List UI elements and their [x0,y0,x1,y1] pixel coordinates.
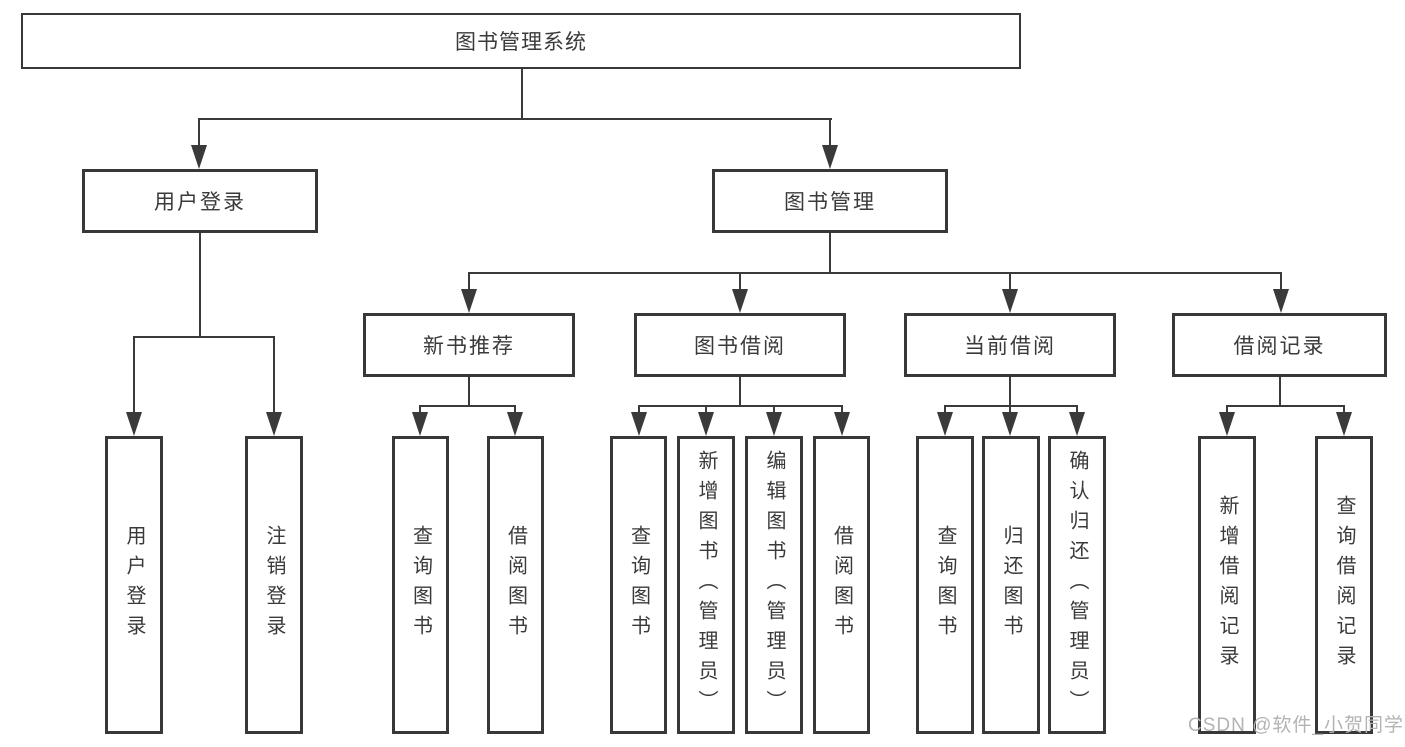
connector-hbar [1226,405,1345,407]
leaf-logout-label: 注销登录 [263,525,285,645]
leaf-current-return: 归还图书 [982,436,1040,734]
connector-drop [1226,405,1228,414]
arrow-down-icon [191,145,207,169]
csdn-watermark: CSDN @软件_小贺同学 [1188,715,1404,736]
leaf-newbook-query: 查询图书 [392,436,449,734]
node-root: 图书管理系统 [21,13,1021,69]
leaf-borrow-edit: 编辑图书（管理员） [745,436,803,734]
connector-drop [705,405,707,414]
connector-l1-hbar [198,118,832,120]
node-user-login-label: 用户登录 [154,191,246,214]
connector-drop [944,405,946,414]
connector-drop [638,405,640,414]
node-book-borrow: 图书借阅 [634,313,846,377]
arrow-down-icon [766,412,782,436]
node-current-borrow-label: 当前借阅 [964,335,1056,358]
arrow-down-icon [1069,412,1085,436]
leaf-record-query-label: 查询借阅记录 [1333,495,1355,675]
leaf-borrow-query-label: 查询图书 [627,525,650,645]
connector-stem [1009,377,1011,407]
arrow-down-icon [507,412,523,436]
connector-stem [739,377,741,407]
node-book-borrow-label: 图书借阅 [694,335,786,358]
arrow-down-icon [1336,412,1352,436]
leaf-record-query: 查询借阅记录 [1315,436,1373,734]
arrow-down-icon [1002,412,1018,436]
arrow-down-icon [732,289,748,313]
leaf-current-return-label: 归还图书 [1000,525,1022,645]
connector-user-hbar [133,336,275,338]
leaf-record-add-label: 新增借阅记录 [1216,495,1238,675]
node-borrow-record: 借阅记录 [1172,313,1387,377]
leaf-borrow-borrow-label: 借阅图书 [830,525,853,645]
leaf-borrow-edit-label: 编辑图书（管理员） [763,450,785,720]
leaf-newbook-query-label: 查询图书 [409,525,432,645]
connector-mgmt-stem [829,233,831,274]
node-current-borrow: 当前借阅 [904,313,1116,377]
leaf-user-login: 用户登录 [105,436,163,734]
connector-drop [1280,272,1282,291]
arrow-down-icon [698,412,714,436]
connector-user-stem [199,233,201,337]
node-new-book-rec: 新书推荐 [363,313,575,377]
leaf-user-login-label: 用户登录 [123,525,145,645]
connector-drop [1009,405,1011,414]
connector-drop [514,405,516,414]
arrow-down-icon [461,289,477,313]
connector-drop [198,118,200,146]
leaf-record-add: 新增借阅记录 [1198,436,1256,734]
node-book-mgmt-label: 图书管理 [784,191,876,214]
connector-drop [1343,405,1345,414]
connector-stem [468,377,470,407]
node-new-book-rec-label: 新书推荐 [423,335,515,358]
arrow-down-icon [266,412,282,436]
connector-drop [773,405,775,414]
connector-root-stem [521,69,523,119]
connector-stem [1279,377,1281,407]
arrow-down-icon [822,145,838,169]
arrow-down-icon [1219,412,1235,436]
leaf-current-query: 查询图书 [916,436,974,734]
node-root-label: 图书管理系统 [455,31,587,54]
leaf-borrow-add: 新增图书（管理员） [677,436,735,734]
node-user-login: 用户登录 [82,169,318,233]
connector-l3-hbar [468,272,1282,274]
node-borrow-record-label: 借阅记录 [1233,335,1326,358]
connector-drop [273,336,275,414]
connector-hbar [638,405,843,407]
connector-drop [419,405,421,414]
connector-hbar [419,405,516,407]
leaf-borrow-borrow: 借阅图书 [813,436,870,734]
arrow-down-icon [126,412,142,436]
arrow-down-icon [1002,289,1018,313]
leaf-borrow-query: 查询图书 [610,436,667,734]
arrow-down-icon [834,412,850,436]
leaf-current-query-label: 查询图书 [934,525,956,645]
leaf-logout: 注销登录 [245,436,303,734]
node-book-mgmt: 图书管理 [712,169,948,233]
arrow-down-icon [937,412,953,436]
arrow-down-icon [412,412,428,436]
connector-drop [1009,272,1011,291]
leaf-current-confirm-label: 确认归还（管理员） [1066,450,1088,720]
connector-hbar [944,405,1078,407]
connector-drop [739,272,741,291]
leaf-newbook-borrow: 借阅图书 [487,436,544,734]
connector-drop [829,118,831,146]
arrow-down-icon [1273,289,1289,313]
connector-drop [468,272,470,291]
connector-drop [841,405,843,414]
connector-drop [1076,405,1078,414]
leaf-newbook-borrow-label: 借阅图书 [504,525,527,645]
leaf-current-confirm: 确认归还（管理员） [1048,436,1106,734]
arrow-down-icon [631,412,647,436]
connector-drop [133,336,135,414]
leaf-borrow-add-label: 新增图书（管理员） [695,450,717,720]
